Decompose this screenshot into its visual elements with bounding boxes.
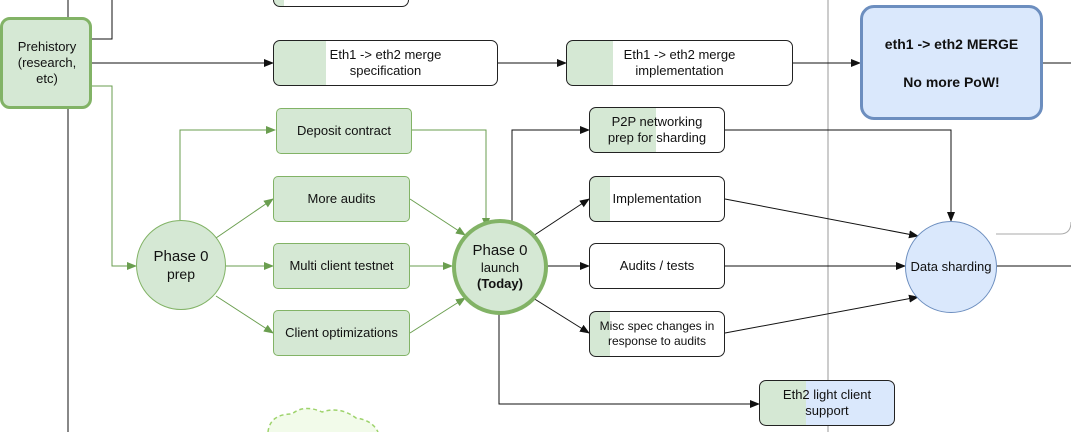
edge-audits-launch [409,198,466,236]
merge-spec-node[interactable]: Eth1 -> eth2 merge specification [273,40,498,86]
client-optimizations-label: Client optimizations [285,325,398,340]
more-audits-label: More audits [307,191,376,206]
merge-impl-node[interactable]: Eth1 -> eth2 merge implementation [566,40,793,86]
merge-title: eth1 -> eth2 MERGE [884,35,1019,52]
edge-clientopt-launch [409,297,466,334]
edge-deposit-launch [412,129,490,228]
misc-spec-changes-node[interactable]: Misc spec changes in response to audits [589,311,725,357]
audits-tests-label: Audits / tests [619,258,695,273]
cloud-shape [267,407,379,432]
edge-launch-implementation [532,198,590,237]
edge-implementation-datasharding [724,198,919,239]
multi-client-testnet-node[interactable]: Multi client testnet [273,243,410,289]
edge-launch-misc [532,297,590,334]
edge-p2p-datasharding [725,129,955,222]
multi-client-testnet-label: Multi client testnet [289,258,394,273]
merge-node[interactable]: eth1 -> eth2 MERGE No more PoW! [860,5,1043,120]
merge-subtitle: No more PoW! [903,73,1000,90]
phase0-launch-subtitle: launch [480,260,520,275]
edge-phase0prep-clientopt [215,295,274,334]
misc-spec-changes-label: Misc spec changes in response to audits [599,319,715,348]
edge-misc-datasharding [724,294,919,334]
edge-top-left-stub [92,0,113,40]
audits-tests-node[interactable]: Audits / tests [589,243,725,289]
data-sharding-label: Data sharding [910,259,992,274]
edge-launch-lightclient [498,314,760,408]
phase0-prep-subtitle: prep [166,266,196,282]
client-optimizations-node[interactable]: Client optimizations [273,310,410,356]
phase0-launch-title: Phase 0 [472,242,528,259]
eth2-light-client-label: Eth2 light client support [782,387,872,418]
phase0-prep-node[interactable]: Phase 0 prep [136,220,226,310]
top-partial-box [273,0,409,7]
data-sharding-node[interactable]: Data sharding [905,221,997,313]
implementation-node[interactable]: Implementation [589,176,725,222]
eth2-light-client-node[interactable]: Eth2 light client support [759,380,895,426]
p2p-networking-label: P2P networking prep for sharding [607,114,707,145]
phase0-prep-title: Phase 0 [153,248,209,265]
more-audits-node[interactable]: More audits [273,176,410,222]
implementation-label: Implementation [612,191,702,206]
deposit-contract-node[interactable]: Deposit contract [276,108,412,154]
edge-phase0prep-audits [215,198,274,239]
edge-prehistory-phase0prep [92,85,137,270]
merge-impl-label: Eth1 -> eth2 merge implementation [623,47,736,78]
deposit-contract-label: Deposit contract [297,123,391,138]
edge-top-right-curve [996,221,1071,235]
prehistory-label: Prehistory (research, etc) [17,39,77,86]
prehistory-node[interactable]: Prehistory (research, etc) [0,17,92,109]
edge-phase0prep-deposit [179,126,276,220]
edge-launch-p2p [511,126,590,222]
merge-spec-label: Eth1 -> eth2 merge specification [329,47,442,78]
p2p-networking-node[interactable]: P2P networking prep for sharding [589,107,725,153]
phase0-launch-node[interactable]: Phase 0 launch (Today) [452,219,548,315]
phase0-launch-today: (Today) [477,276,523,291]
